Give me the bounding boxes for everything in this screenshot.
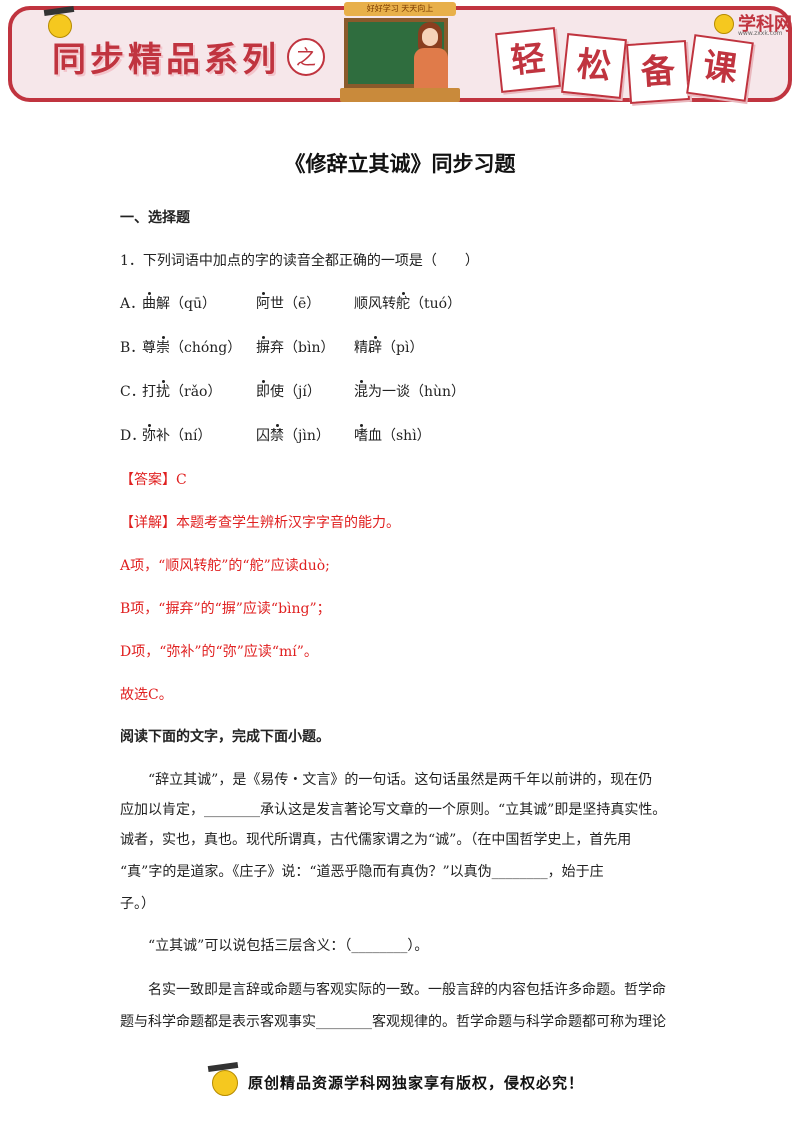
relax-char-4: 课 (686, 34, 754, 102)
option-item: 混为一谈（hùn） (354, 384, 466, 400)
option-item: 嗜血（shì） (354, 428, 431, 444)
option-item: 曲解（qū） (142, 296, 216, 312)
option-item: 阿世（ē） (256, 296, 321, 312)
section-heading: 一、选择题 (120, 210, 190, 226)
option-label: D． (120, 428, 146, 444)
relax-char-3: 备 (625, 39, 691, 105)
passage-line: 应加以肯定，________承认这是发言著论写文章的一个原则。“立其诚”即是坚持… (120, 802, 667, 818)
board-caption: 好好学习 天天向上 (344, 2, 456, 16)
page-footer: 原创精品资源学科网独家享有版权，侵权必究！ (0, 1061, 800, 1102)
explain-line: B项，“摒弃”的“摒”应读“bìng”； (120, 601, 331, 617)
option-item: 囚禁（jìn） (256, 428, 330, 444)
answer-line: 【答案】C (120, 472, 187, 488)
option-item: 精辟（pì） (354, 340, 424, 356)
option-label: A． (120, 296, 145, 312)
mascot-icon (48, 14, 72, 38)
document-title: 《修辞立其诚》同步习题 (284, 151, 516, 176)
reading-heading: 阅读下面的文字，完成下面小题。 (120, 729, 330, 745)
footer-mascot-icon (212, 1070, 238, 1096)
option-item: 尊崇（chóng） (142, 340, 242, 356)
series-title: 同步精品系列 (52, 40, 280, 80)
option-item: 打扰（rǎo） (142, 384, 222, 400)
logo-url: www.zxxk.com (738, 30, 783, 37)
header-banner: 同步精品系列 之 好好学习 天天向上 轻 松 备 课 学科网 www.zxxk.… (0, 0, 800, 110)
series-connector: 之 (287, 38, 325, 76)
passage-line: 诚者，实也，真也。现代所谓真，古代儒家谓之为“诚”。（在中国哲学史上，首先用 (120, 832, 632, 848)
site-logo: 学科网 www.zxxk.com (712, 8, 792, 38)
teacher-face (422, 28, 438, 46)
explain-line: A项，“顺风转舵”的“舵”应读duò; (120, 558, 330, 574)
option-label: B． (120, 340, 145, 356)
option-item: 顺风转舵（tuó） (354, 296, 462, 312)
passage-line: “辞立其诚”，是《易传・文言》的一句话。这句话虽然是两千年以前讲的，现在仍 (120, 772, 653, 788)
passage-line: 题与科学命题都是表示客观事实________客观规律的。哲学命题与科学命题都可称… (120, 1014, 666, 1030)
passage-line: 名实一致即是言辞或命题与客观实际的一致。一般言辞的内容包括许多命题。哲学命 (120, 982, 666, 998)
relax-char-2: 松 (561, 33, 627, 99)
option-item: 弥补（ní） (142, 428, 212, 444)
passage-line: “立其诚”可以说包括三层含义：（________）。 (120, 938, 429, 954)
desk-icon (340, 88, 460, 102)
explain-line: 故选C。 (120, 687, 173, 703)
copyright-notice: 原创精品资源学科网独家享有版权，侵权必究！ (248, 1074, 585, 1092)
detail-line: 【详解】本题考查学生辨析汉字字音的能力。 (120, 515, 400, 531)
passage-line: “真”字的是道家。《庄子》说：“道恶乎隐而有真伪？”以真伪________，始于… (120, 864, 604, 880)
teacher-illustration: 好好学习 天天向上 (340, 0, 460, 106)
relax-char-1: 轻 (495, 27, 561, 93)
question-stem: 1．下列词语中加点的字的读音全都正确的一项是（ ） (120, 253, 479, 269)
logo-text: 学科网 (738, 14, 792, 35)
option-item: 摒弃（bìn） (256, 340, 335, 356)
explain-line: D项，“弥补”的“弥”应读“mí”。 (120, 644, 318, 660)
teacher-body (414, 48, 448, 92)
passage-line: 子。） (120, 896, 155, 912)
option-label: C． (120, 384, 145, 400)
option-item: 即使（jí） (256, 384, 321, 400)
logo-mascot-icon (714, 14, 734, 34)
